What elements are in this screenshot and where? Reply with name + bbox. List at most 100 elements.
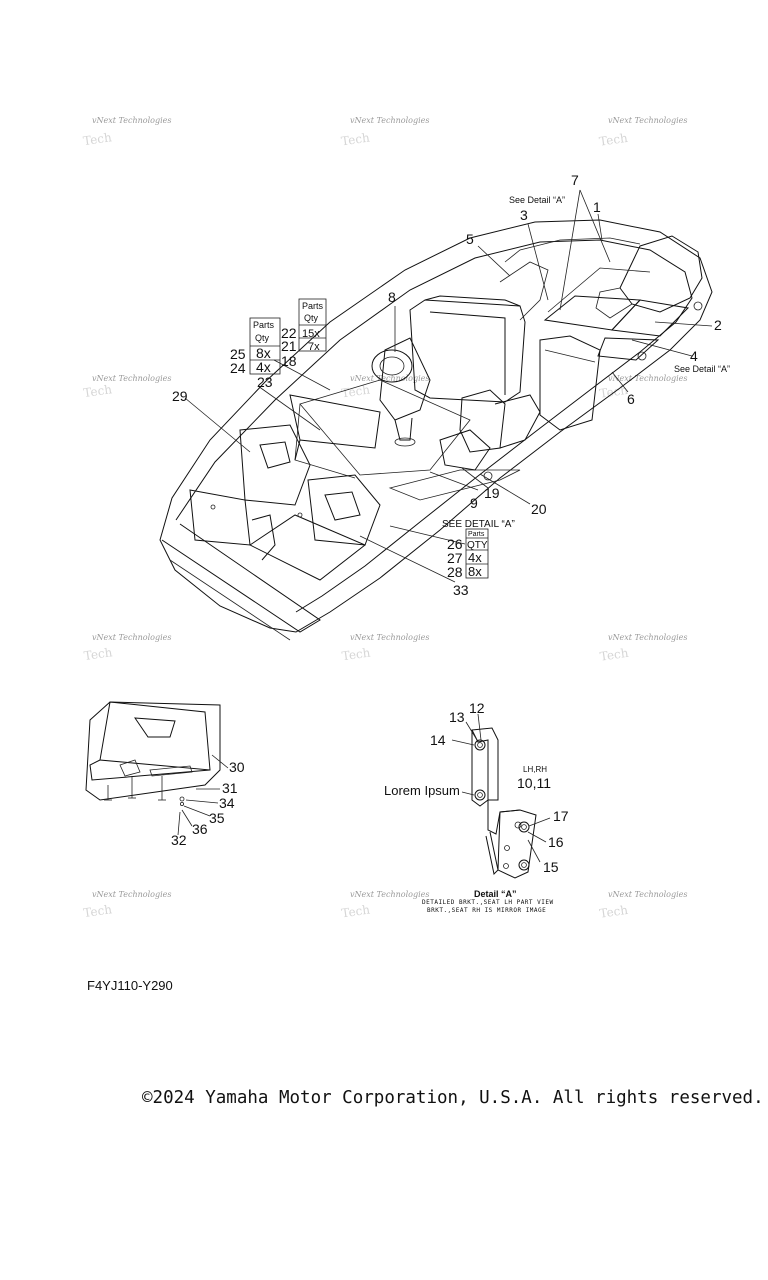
qty-box-c: Parts QTY 26 4x 27 8x 28	[447, 528, 489, 580]
svg-text:8x: 8x	[468, 564, 482, 579]
svg-text:vNext Technologies: vNext Technologies	[92, 374, 171, 383]
svg-text:vNext Technologies: vNext Technologies	[92, 890, 171, 899]
svg-text:vNext Technologies: vNext Technologies	[350, 633, 429, 642]
svg-text:22: 22	[281, 325, 297, 341]
callout-1: 1	[593, 199, 601, 215]
svg-text:26: 26	[447, 536, 463, 552]
svg-text:Tech: Tech	[598, 131, 629, 149]
svg-text:vNext Technologies: vNext Technologies	[608, 633, 687, 642]
seat-detail-drawing	[85, 701, 221, 807]
callout-2: 2	[714, 317, 722, 333]
callout-29: 29	[172, 388, 188, 404]
callout-33: 33	[453, 582, 469, 598]
svg-text:Tech: Tech	[83, 382, 114, 400]
detail-a-note-1: DETAILED BRKT.,SEAT LH PART VIEW	[422, 899, 554, 906]
detail-note-lower: SEE DETAIL “A”	[442, 519, 515, 530]
callout-23: 23	[257, 374, 273, 390]
callout-3: 3	[520, 207, 528, 223]
svg-text:Parts: Parts	[468, 531, 485, 538]
callout-4: 4	[690, 348, 698, 364]
callout-9: 9	[470, 495, 478, 511]
svg-text:vNext Technologies: vNext Technologies	[350, 374, 429, 383]
part-label: 10,11	[517, 775, 551, 791]
svg-text:QTY: QTY	[467, 540, 488, 551]
svg-text:Tech: Tech	[82, 130, 113, 148]
leader-lines-main	[184, 189, 713, 583]
callout-8: 8	[388, 289, 396, 305]
callouts-seat: 30 31 34 35 36 32	[171, 759, 245, 848]
qty-box-b: Parts Qty 22 15x 21 7x	[281, 298, 327, 354]
svg-text:Parts: Parts	[253, 320, 275, 330]
callout-14: 14	[430, 732, 446, 748]
callout-5: 5	[466, 231, 474, 247]
watermark: Tech vNext Technologies	[340, 116, 429, 148]
svg-text:24: 24	[230, 360, 246, 376]
lorem-label: Lorem Ipsum	[384, 783, 460, 798]
callout-13: 13	[449, 709, 465, 725]
svg-text:25: 25	[230, 346, 246, 362]
watermark: Tech vNext Technologies	[599, 633, 688, 664]
callouts-main: 1 2 3 4 5 6 7 8 9 18 19 20 23 29 33 See …	[172, 172, 730, 598]
svg-text:vNext Technologies: vNext Technologies	[92, 633, 171, 642]
svg-text:vNext Technologies: vNext Technologies	[350, 116, 429, 125]
watermark: Tech vNext Technologies	[83, 633, 172, 663]
callout-12: 12	[469, 700, 485, 716]
svg-text:27: 27	[447, 550, 463, 566]
svg-text:Tech: Tech	[83, 645, 114, 663]
svg-text:Parts: Parts	[302, 301, 324, 311]
svg-text:Tech: Tech	[599, 903, 630, 921]
watermark: Tech vNext Technologies	[341, 633, 430, 663]
detail-a-note-2: BRKT.,SEAT RH IS MIRROR IMAGE	[427, 907, 546, 914]
side-label: LH,RH	[523, 765, 547, 774]
callout-30: 30	[229, 759, 245, 775]
callout-36: 36	[192, 821, 208, 837]
callout-18: 18	[281, 353, 297, 369]
detail-a-title: Detail “A”	[474, 889, 517, 899]
svg-text:4x: 4x	[256, 359, 271, 375]
svg-text:15x: 15x	[302, 328, 320, 340]
svg-text:vNext Technologies: vNext Technologies	[608, 890, 687, 899]
leader-lines-seat	[177, 754, 229, 836]
svg-text:8x: 8x	[256, 345, 271, 361]
callout-20: 20	[531, 501, 547, 517]
watermark: Tech vNext Technologies	[599, 890, 688, 921]
svg-text:Tech: Tech	[599, 383, 630, 401]
callout-31: 31	[222, 780, 238, 796]
part-code: F4YJ110-Y290	[87, 978, 173, 993]
svg-text:Tech: Tech	[599, 646, 630, 664]
callout-16: 16	[548, 834, 564, 850]
qty-box-a: Parts Qty 25 8x 24 4x	[230, 317, 281, 376]
watermark: Tech vNext Technologies	[341, 890, 430, 920]
watermark: Tech vNext Technologies	[83, 890, 172, 920]
svg-text:Tech: Tech	[340, 131, 371, 149]
watermark: Tech vNext Technologies	[598, 116, 687, 149]
callouts-detail-a: 12 13 14 17 16 15 LH,RH 10,11 Lorem Ipsu…	[384, 700, 569, 914]
svg-text:vNext Technologies: vNext Technologies	[608, 116, 687, 125]
watermark: Tech vNext Technologies	[82, 116, 171, 148]
copyright-notice: ©2024 Yamaha Motor Corporation, U.S.A. A…	[142, 1088, 764, 1108]
svg-text:Tech: Tech	[83, 902, 114, 920]
svg-text:vNext Technologies: vNext Technologies	[608, 374, 687, 383]
svg-text:Qty: Qty	[304, 313, 319, 323]
svg-text:Tech: Tech	[341, 646, 372, 664]
callout-19: 19	[484, 485, 500, 501]
svg-text:Qty: Qty	[255, 333, 270, 343]
callout-32: 32	[171, 832, 187, 848]
detail-note-right: See Detail “A”	[674, 364, 730, 374]
svg-text:Tech: Tech	[341, 903, 372, 921]
svg-text:7x: 7x	[308, 341, 320, 353]
callout-34: 34	[219, 795, 235, 811]
callout-35: 35	[209, 810, 225, 826]
svg-text:28: 28	[447, 564, 463, 580]
boat-hull-drawing	[159, 219, 713, 641]
svg-text:Tech: Tech	[341, 383, 372, 401]
svg-text:21: 21	[281, 338, 297, 354]
detail-note-upper: See Detail “A”	[509, 195, 565, 205]
svg-text:vNext Technologies: vNext Technologies	[92, 116, 171, 125]
svg-text:vNext Technologies: vNext Technologies	[350, 890, 429, 899]
